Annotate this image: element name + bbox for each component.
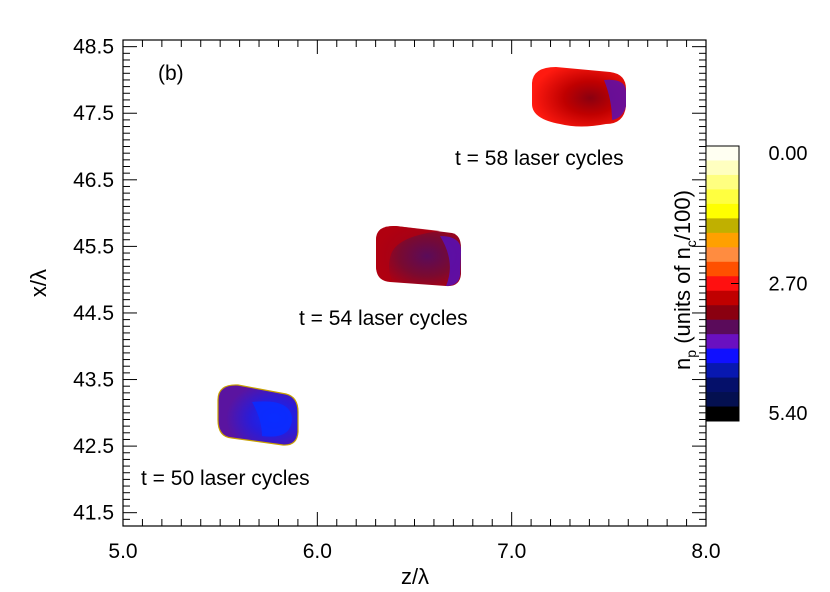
y-tick-labels: 41.5 42.5 43.5 44.5 45.5 46.5 47.5 48.5 [73,36,114,525]
colorbar-segment [706,261,739,277]
colorbar-segment [706,218,739,234]
bunch-t58: t = 58 laser cycles [455,67,626,170]
x-tick-label: 8.0 [691,540,720,563]
x-axis-label: z/λ [401,564,429,589]
bunch-t54-rim [376,225,440,281]
colorbar-segment [706,232,739,248]
colorbar-title-sub-c: c [683,240,699,247]
colorbar-segment [706,146,739,161]
bunch-t58-label: t = 58 laser cycles [455,147,624,170]
colorbar-segment [706,363,739,379]
colorbar-title-part2: /100) [670,190,695,240]
bunch-t58-shape [532,67,626,127]
y-tick-label: 41.5 [73,502,114,525]
y-tick-label: 46.5 [73,169,114,192]
y-tick-label: 43.5 [73,369,114,392]
colorbar: 0.00 2.70 5.40 np (units of nc/100) [670,143,807,425]
bunch-t54: t = 54 laser cycles [299,225,468,330]
colorbar-segment [706,290,739,306]
y-tick-label: 42.5 [73,435,114,458]
bunch-t54-label: t = 54 laser cycles [299,307,468,330]
colorbar-segment [706,160,739,176]
panel-label: (b) [158,62,184,85]
colorbar-segment [706,276,739,292]
x-tick-labels: 5.0 6.0 7.0 8.0 [108,540,720,563]
colorbar-segment [706,203,739,219]
colorbar-title-n: n [670,358,695,370]
colorbar-segment [706,189,739,205]
y-tick-label: 44.5 [73,302,114,325]
colorbar-tick-label: 5.40 [769,403,808,425]
colorbar-segment [706,174,739,190]
colorbar-ticks: 0.00 2.70 5.40 [731,143,807,425]
bunch-t54-front [440,236,462,286]
y-tick-label: 45.5 [73,235,114,258]
colorbar-title-sub-p: p [683,350,699,358]
colorbar-segment [706,305,739,321]
colorbar-segment [706,392,739,408]
colorbar-segments [706,146,739,422]
colorbar-segment [706,377,739,393]
bunch-t58-front [604,79,626,120]
y-tick-label: 48.5 [73,36,114,59]
y-axis-label: x/λ [26,269,51,297]
x-tick-label: 5.0 [108,540,137,563]
bunch-t50-label: t = 50 laser cycles [141,467,310,490]
axis-ticks [122,40,707,526]
bunch-t50-core [252,401,292,437]
y-tick-label: 47.5 [73,102,114,125]
x-tick-label: 6.0 [303,540,332,563]
colorbar-segment [706,247,739,263]
colorbar-segment [706,406,739,422]
colorbar-segment [706,319,739,335]
x-tick-label: 7.0 [497,540,526,563]
colorbar-tick-label: 2.70 [769,274,808,296]
bunch-t50: t = 50 laser cycles [141,384,310,490]
colorbar-segment [706,334,739,350]
colorbar-title: np (units of nc/100) [670,190,699,370]
colorbar-tick-label: 0.00 [769,143,808,165]
colorbar-segment [706,348,739,364]
colorbar-title-part1: (units of n [670,247,695,350]
